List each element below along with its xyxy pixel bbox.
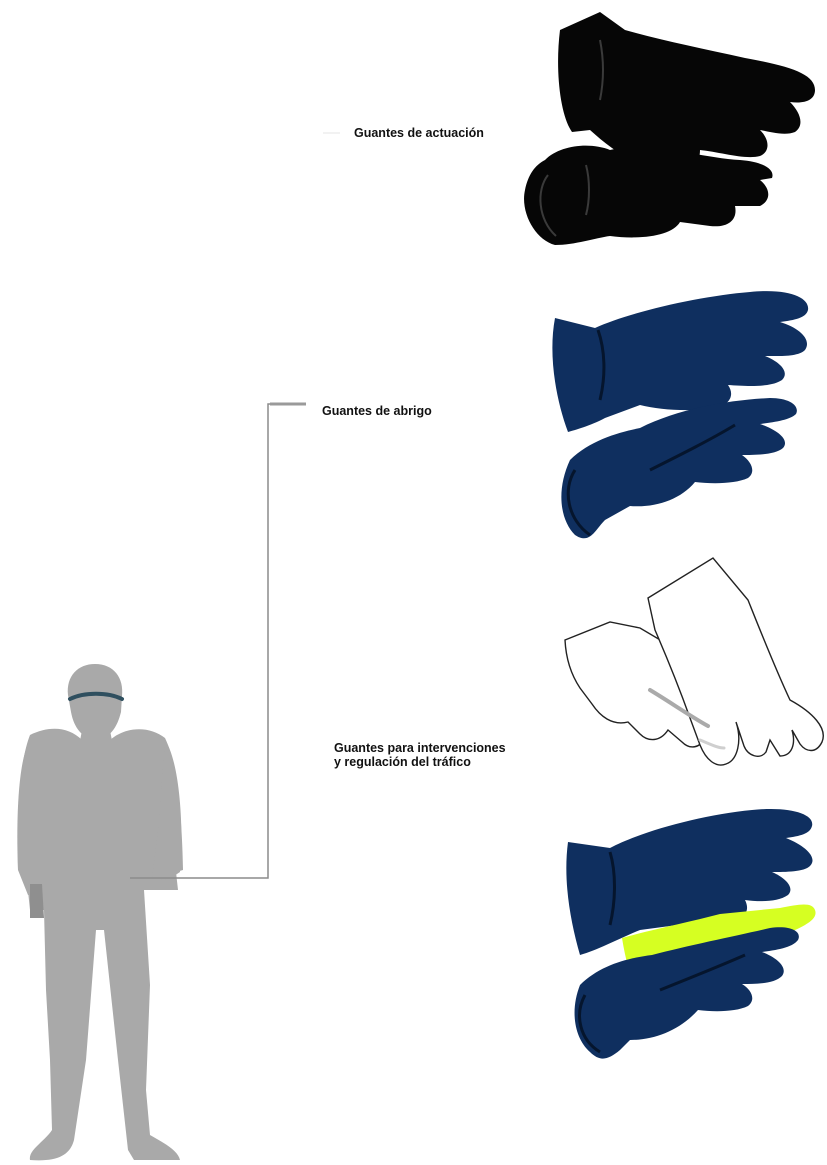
label-guantes-abrigo: Guantes de abrigo	[322, 404, 432, 418]
navy-hi-vis-gloves-icon	[566, 809, 815, 1059]
label-intervenciones-line2: y regulación del tráfico	[334, 755, 506, 769]
label-intervenciones-line1: Guantes para intervenciones	[334, 741, 506, 755]
label-guantes-actuacion: Guantes de actuación	[354, 126, 484, 140]
label-guantes-intervenciones: Guantes para intervenciones y regulación…	[334, 741, 506, 769]
black-leather-gloves-icon	[524, 12, 815, 245]
officer-silhouette	[17, 664, 183, 1160]
navy-winter-gloves-icon	[552, 291, 808, 538]
white-gauntlet-gloves-icon	[565, 558, 823, 765]
